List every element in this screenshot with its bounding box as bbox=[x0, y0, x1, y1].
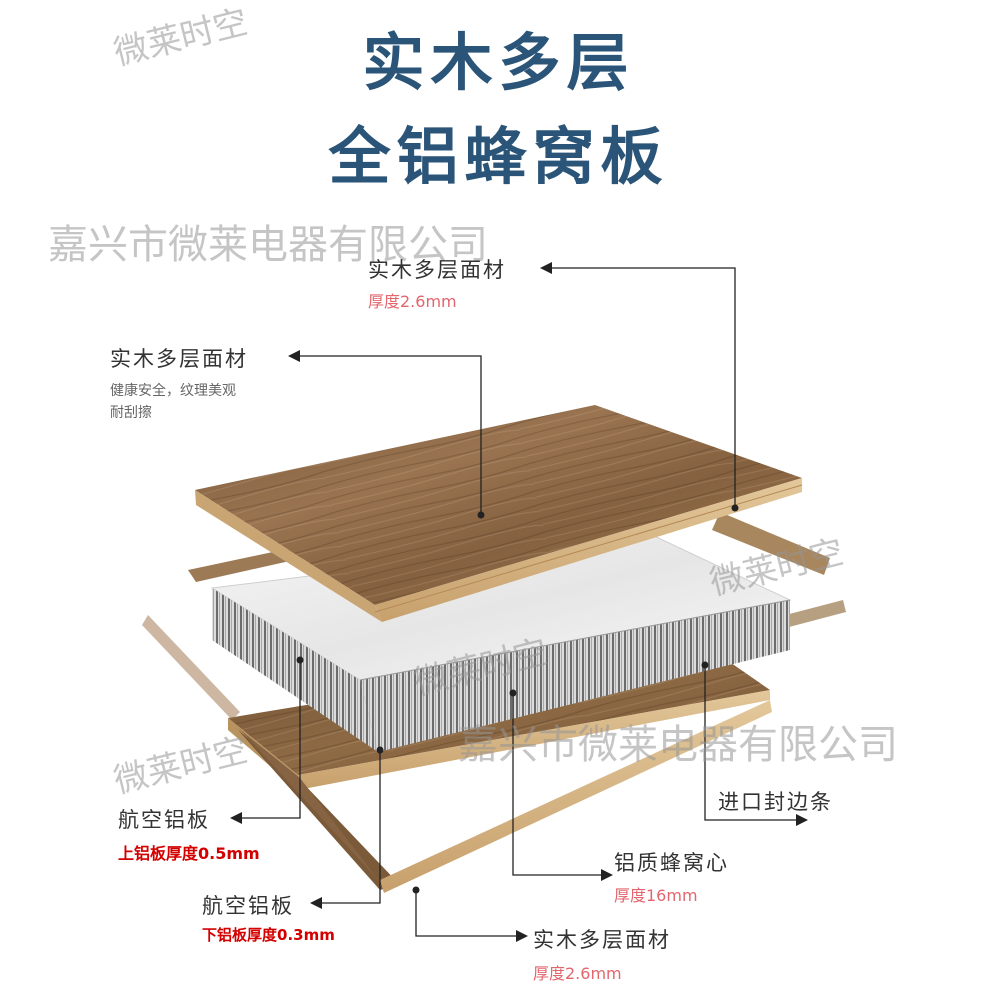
leader-edge-strip bbox=[704, 665, 800, 821]
arrow-head bbox=[310, 897, 322, 909]
title-line-1: 实木多层 bbox=[362, 26, 635, 99]
spec-top-face: 厚度2.6mm bbox=[368, 292, 457, 311]
leader-dot bbox=[731, 504, 739, 512]
arrow-head bbox=[288, 350, 300, 362]
edge-strip-right-back bbox=[712, 512, 830, 575]
spec-upper-plate: 上铝板厚度0.5mm bbox=[118, 844, 260, 863]
watermark-company: 嘉兴市微莱电器有限公司 bbox=[458, 722, 898, 768]
label-core: 铝质蜂窝心 bbox=[614, 851, 729, 875]
label-edge-strip: 进口封边条 bbox=[718, 790, 833, 814]
spec-core: 厚度16mm bbox=[614, 886, 698, 905]
leader-bottom-face bbox=[415, 890, 520, 937]
leader-dot bbox=[412, 886, 420, 894]
leader-lower-plate bbox=[318, 750, 381, 904]
watermark-company: 嘉兴市微莱电器有限公司 bbox=[48, 222, 488, 268]
label-lower-plate: 航空铝板 bbox=[202, 894, 294, 918]
leader-left-face bbox=[296, 355, 482, 515]
leader-dot bbox=[376, 746, 384, 754]
leader-dot bbox=[296, 656, 304, 664]
spec-lower-plate: 下铝板厚度0.3mm bbox=[202, 926, 335, 944]
arrow-head bbox=[230, 812, 242, 824]
desc-left-face-2: 耐刮擦 bbox=[110, 405, 152, 421]
arrow-head bbox=[540, 262, 552, 274]
arrow-head bbox=[516, 930, 528, 942]
leader-dot bbox=[701, 661, 709, 669]
spec-bottom-face: 厚度2.6mm bbox=[533, 964, 622, 983]
edge-strip-left-front bbox=[142, 615, 240, 720]
arrow-head bbox=[796, 814, 808, 826]
leader-core bbox=[512, 693, 605, 876]
label-bottom-face: 实木多层面材 bbox=[533, 928, 671, 952]
arrow-head bbox=[601, 869, 613, 881]
leader-top-face bbox=[548, 267, 736, 508]
leader-upper-plate bbox=[238, 660, 301, 819]
title-line-2: 全铝蜂窝板 bbox=[328, 120, 669, 193]
leader-dot bbox=[477, 511, 485, 519]
top-wood-panel bbox=[195, 405, 803, 622]
label-left-face: 实木多层面材 bbox=[110, 347, 248, 371]
desc-left-face-1: 健康安全，纹理美观 bbox=[110, 383, 236, 399]
label-upper-plate: 航空铝板 bbox=[118, 808, 210, 832]
leader-dot bbox=[509, 689, 517, 697]
label-top-face: 实木多层面材 bbox=[368, 258, 506, 282]
